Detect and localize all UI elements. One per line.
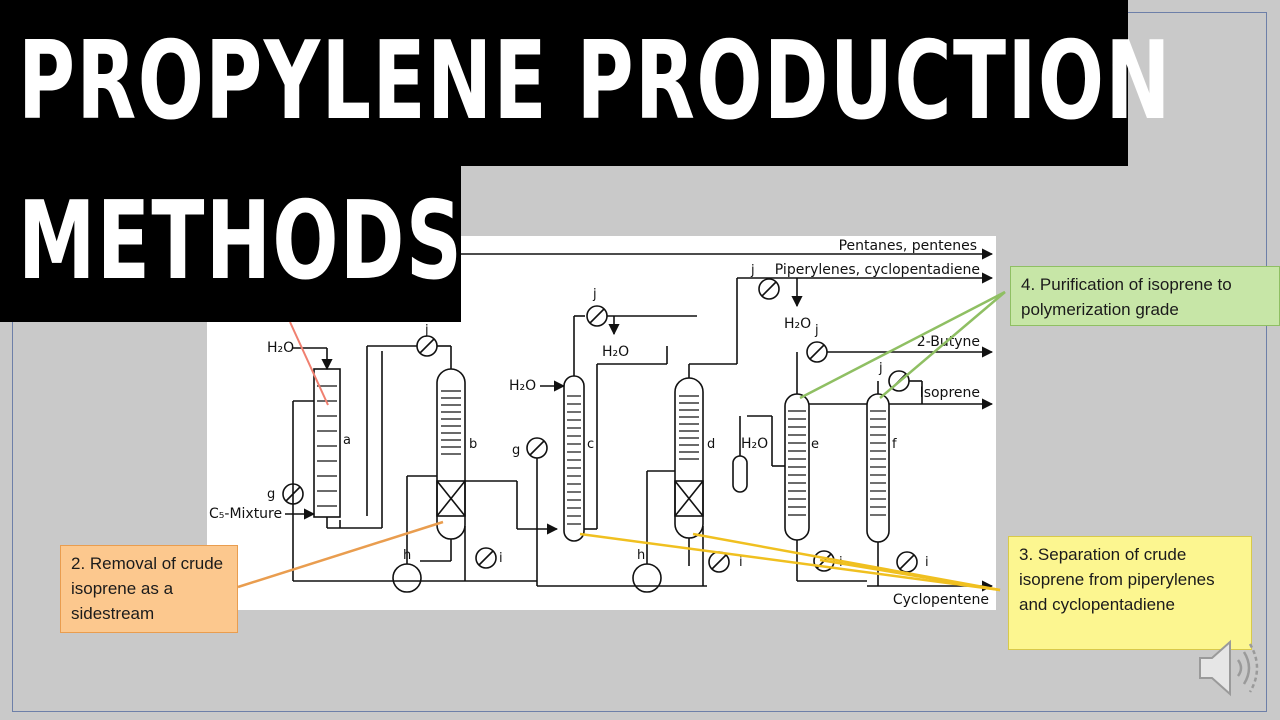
column-e-trays [788,410,806,516]
column-d-trays [679,395,699,460]
unit-g-label-1: g [267,487,275,502]
gauge-g1 [282,483,304,505]
unit-j-label-2: j [592,287,597,302]
column-f-trays [870,410,886,516]
water-label-1: H₂O [267,340,294,356]
column-f [866,393,890,543]
stream-butyne: 2-Butyne [917,334,980,350]
unit-j-label-1: j [424,323,429,338]
stream-cyclopentene: Cyclopentene [893,592,989,608]
reboiler-h1 [392,563,422,593]
stream-pentanes: Pentanes, pentenes [839,238,977,254]
unit-d-label: d [707,437,715,452]
column-c-trays [567,395,581,525]
column-a-trays [317,385,337,507]
callout-purification: 4. Purification of isoprene to polymeriz… [1010,266,1280,326]
water-label-4: H₂O [741,436,768,452]
column-d [674,377,704,539]
unit-i-label-3: i [839,555,843,570]
stream-piperylenes: Piperylenes, cyclopentadiene [775,262,980,278]
water-label-5: H₂O [784,316,811,332]
column-a [313,368,341,518]
callout-removal: 2. Removal of crude isoprene as a sidest… [60,545,238,633]
unit-j-label-3: j [750,263,755,278]
title-line-2-text: METHODS [18,179,464,304]
callout-separation: 3. Separation of crude isoprene from pip… [1008,536,1252,650]
unit-h-label-2: h [637,548,645,563]
unit-e-label: e [811,437,819,452]
unit-i-label-1: i [499,551,503,566]
unit-b-label: b [469,437,477,452]
unit-j-label-5: j [878,361,883,376]
unit-c-label: c [587,437,594,452]
water-label-3: H₂O [602,344,629,360]
title-line-1-text: PROPYLENE PRODUCTION [18,19,1172,144]
unit-j-label-4: j [814,323,819,338]
water-label-2: H₂O [509,378,536,394]
unit-g-label-2: g [512,443,520,458]
reboiler-h2 [632,563,662,593]
gauge-j3 [758,278,780,300]
unit-f-label: f [892,437,897,452]
stream-isoprene: Isoprene [920,385,980,401]
speaker-icon[interactable] [1196,636,1262,700]
unit-i-label-2: i [739,555,743,570]
separator-drum [732,455,748,493]
unit-i-label-4: i [925,555,929,570]
title-line-1: PROPYLENE PRODUCTION [0,0,1170,166]
unit-a-label: a [343,433,351,448]
stream-feed: C₅-Mixture [209,506,282,522]
unit-h-label-1: h [403,548,411,563]
column-b-trays [441,390,461,455]
title-line-2: METHODS [0,166,464,322]
